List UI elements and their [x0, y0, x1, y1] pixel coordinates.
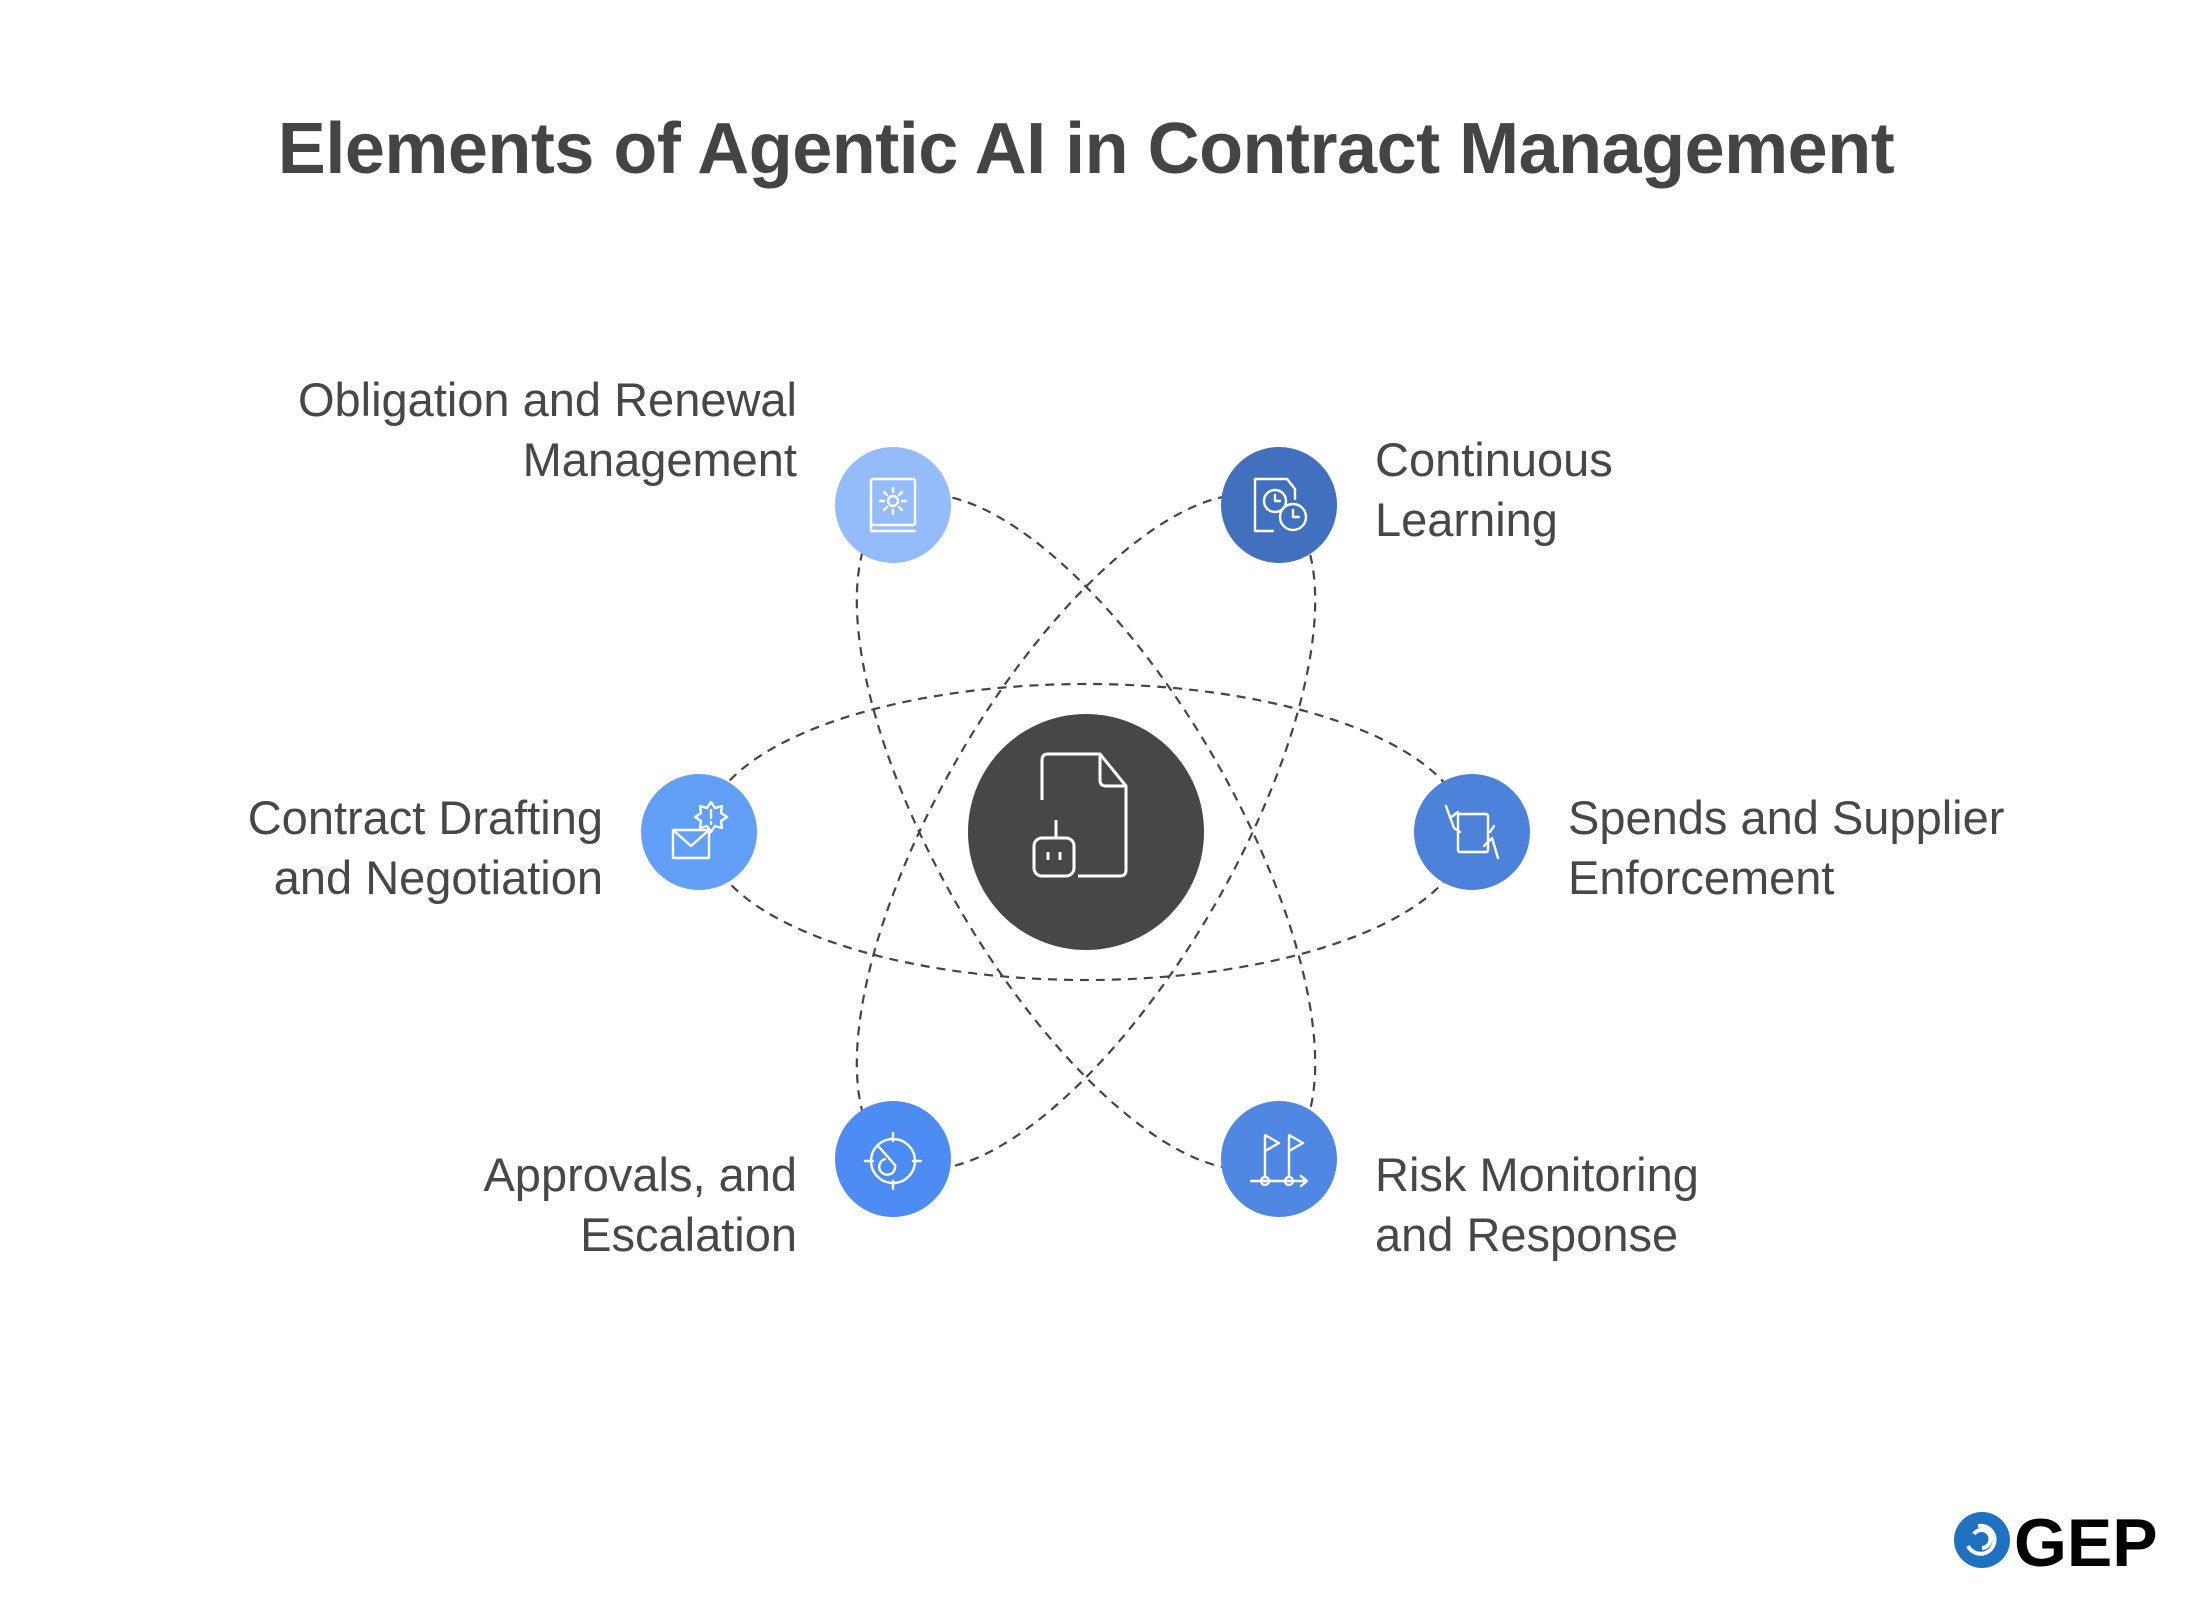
node-learning	[1221, 447, 1337, 563]
label-line: Escalation	[580, 1208, 797, 1261]
center-node	[968, 714, 1204, 950]
label-line: Risk Monitoring	[1375, 1148, 1699, 1201]
document-robot-icon	[1032, 752, 1128, 878]
node-circle	[641, 774, 757, 890]
node-circle	[1414, 774, 1530, 890]
node-risk	[1221, 1101, 1337, 1217]
node-circle	[1221, 1101, 1337, 1217]
book-gear-icon	[869, 477, 917, 533]
diagram-title: Elements of Agentic AI in Contract Manag…	[277, 109, 1895, 189]
envelope-alert-icon	[671, 800, 729, 860]
label-line: Enforcement	[1568, 851, 1835, 904]
label-line: Continuous	[1375, 433, 1613, 486]
node-spends	[1414, 774, 1530, 890]
gep-logo: GEP	[1954, 1505, 2158, 1578]
label-line: and Response	[1375, 1208, 1679, 1261]
label-risk: Risk Monitoring and Response	[1375, 1145, 1699, 1265]
label-line: Management	[522, 433, 797, 486]
label-line: and Negotiation	[273, 851, 603, 904]
document-clock-icon	[1253, 477, 1308, 533]
flags-path-icon	[1249, 1133, 1309, 1188]
node-circle	[835, 1101, 951, 1217]
node-circle	[1221, 447, 1337, 563]
label-line: Obligation and Renewal	[297, 373, 797, 426]
label-line: Learning	[1375, 493, 1558, 546]
logo-text: GEP	[2014, 1505, 2158, 1578]
hands-tablet-icon	[1444, 804, 1500, 860]
label-line: Spends and Supplier	[1568, 791, 2005, 844]
label-line: Approvals, and	[483, 1148, 797, 1201]
label-line: Contract Drafting	[247, 791, 603, 844]
node-approvals	[835, 1101, 951, 1217]
node-obligation	[835, 447, 951, 563]
target-dial-icon	[863, 1131, 923, 1191]
label-drafting: Contract Drafting and Negotiation	[248, 788, 603, 908]
node-drafting	[641, 774, 757, 890]
